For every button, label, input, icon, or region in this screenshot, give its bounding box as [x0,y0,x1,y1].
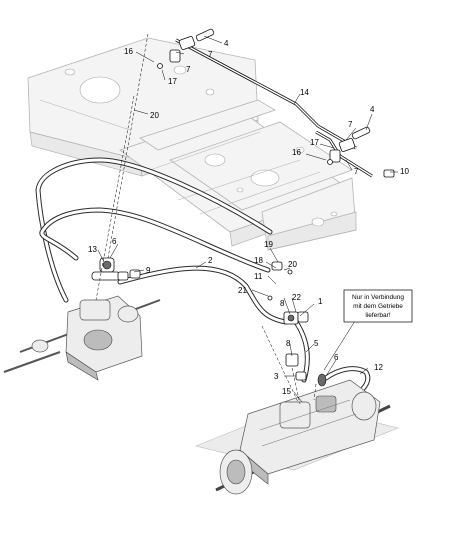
callout-1: 1 [318,297,323,306]
callout-12: 12 [374,363,383,372]
callout-7: 7 [208,50,213,59]
callout-22: 22 [292,293,301,302]
callout-14: 14 [300,88,309,97]
callout-21: 21 [238,286,247,295]
callout-13: 13 [88,245,97,254]
note-box: Nur in Verbindung mit dem Getriebe liefe… [343,289,413,323]
callout-20: 20 [288,260,297,269]
rod-mount-parts [157,28,395,178]
transmission-lower [195,379,399,495]
callout-4: 4 [370,105,375,114]
callout-8: 8 [286,339,291,348]
callout-6: 6 [112,237,117,246]
callout-17: 17 [310,138,319,147]
callout-15: 15 [282,387,291,396]
callout-7: 7 [186,65,191,74]
callout-9: 9 [146,266,151,275]
callout-7: 7 [348,120,353,129]
callout-16: 16 [124,47,133,56]
callout-numbers: 4 7 16 7 17 20 14 4 7 17 16 7 10 13 6 9 … [88,39,409,396]
fittings [91,257,327,387]
rod-14 [175,38,373,178]
note-line-3: lieferbar! [365,312,390,319]
callout-5: 5 [314,339,319,348]
callout-16: 16 [292,148,301,157]
hydraulic-hoses [35,157,371,401]
callout-3: 3 [274,372,279,381]
callout-20: 20 [150,111,159,120]
callout-11: 11 [254,272,263,281]
callout-4: 4 [224,39,229,48]
callout-10: 10 [400,167,409,176]
callout-6: 6 [334,353,339,362]
chassis-frame [27,37,357,251]
callout-7: 7 [354,167,359,176]
callout-8: 8 [280,299,285,308]
note-line-2: mit dem Getriebe [353,303,403,310]
callout-19: 19 [264,240,273,249]
callout-18: 18 [254,256,263,265]
note-line-1: Nur in Verbindung [352,294,404,301]
transmission-upper [3,295,161,381]
callout-17: 17 [168,77,177,86]
callout-2: 2 [208,256,213,265]
